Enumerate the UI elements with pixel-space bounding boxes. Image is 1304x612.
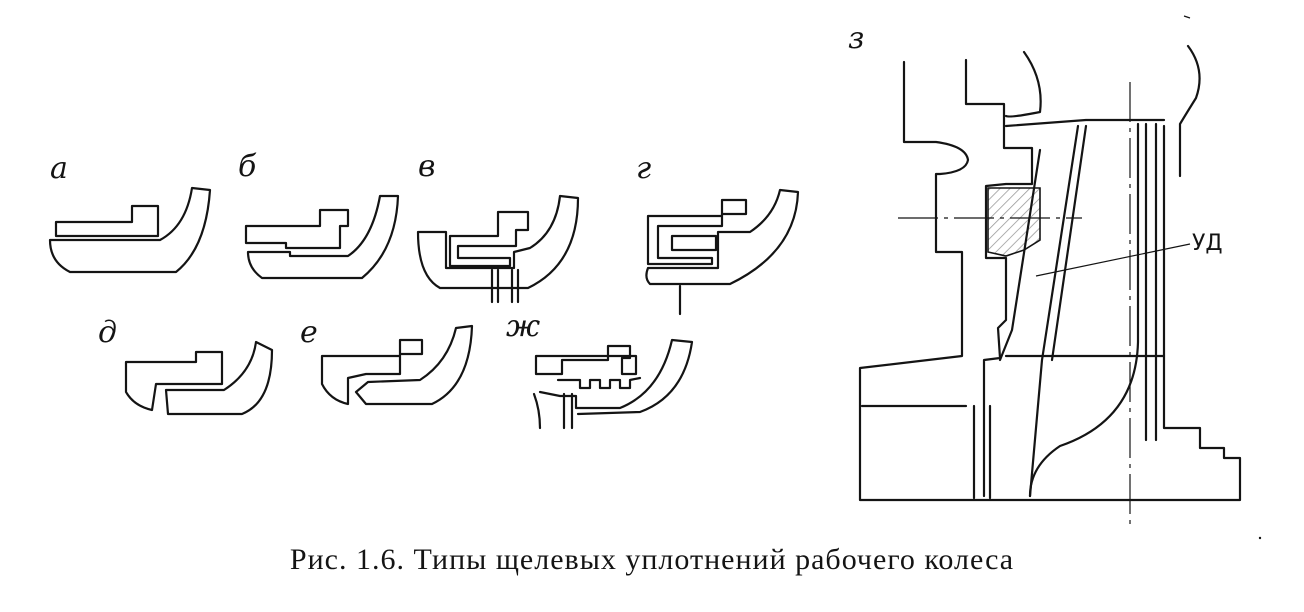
- z-ud-leader: [1035, 243, 1191, 277]
- label-v: в: [418, 149, 435, 184]
- z-top-arc-right: [1178, 44, 1201, 178]
- figure-caption: Рис. 1.6. Типы щелевых уплотнений рабоче…: [289, 543, 1015, 576]
- variant-z: з УД: [848, 21, 1242, 530]
- scan-mark-2: [1258, 536, 1262, 540]
- label-e: е: [300, 315, 318, 350]
- seal-v-shaft: [490, 268, 520, 304]
- seal-b-impeller: [246, 194, 400, 280]
- label-ud: УД: [1192, 231, 1223, 256]
- variant-d: д: [98, 315, 274, 416]
- variant-e: е: [300, 315, 474, 406]
- z-impeller-disc-left: [1028, 124, 1080, 498]
- variant-zh: ж: [506, 309, 694, 430]
- z-vertical-1: [972, 404, 992, 500]
- z-impeller-wedge: [998, 148, 1042, 362]
- label-g: г: [636, 151, 651, 186]
- seal-g-inner: [670, 234, 718, 252]
- label-zh: ж: [506, 309, 540, 344]
- seal-e-impeller: [354, 324, 474, 406]
- variant-b: б: [238, 149, 400, 280]
- label-d: д: [98, 315, 117, 350]
- seal-d-ring: [124, 350, 224, 412]
- seal-zh-teeth: [556, 376, 642, 390]
- z-impeller-disc-right: [1050, 124, 1088, 362]
- z-upper-casing: [964, 58, 1034, 498]
- z-top-plate: [1004, 118, 1166, 128]
- variant-v: в: [416, 149, 580, 304]
- seal-zh-shaft: [532, 392, 574, 430]
- label-z: з: [848, 21, 864, 56]
- z-top-arc-left: [1004, 50, 1042, 118]
- seal-a-impeller: [48, 186, 212, 274]
- z-shaft-outer: [1028, 122, 1140, 498]
- seal-e-ring: [320, 338, 424, 406]
- seal-zh-ring: [534, 344, 638, 376]
- label-a: а: [50, 151, 68, 186]
- seal-b-ring: [244, 208, 350, 250]
- seal-v-ring: [448, 210, 530, 268]
- variant-g: г: [636, 151, 800, 316]
- seal-d-impeller: [164, 340, 274, 416]
- seal-g-impeller: [645, 188, 800, 286]
- label-b: б: [238, 149, 257, 184]
- z-housing-left: [858, 60, 1242, 502]
- seal-a-ring: [54, 204, 160, 238]
- scan-mark-1: [1183, 15, 1191, 19]
- seal-v-impeller: [416, 194, 580, 290]
- variant-a: а: [48, 151, 212, 274]
- seal-g-ring: [646, 198, 748, 266]
- seal-zh-impeller: [538, 338, 694, 416]
